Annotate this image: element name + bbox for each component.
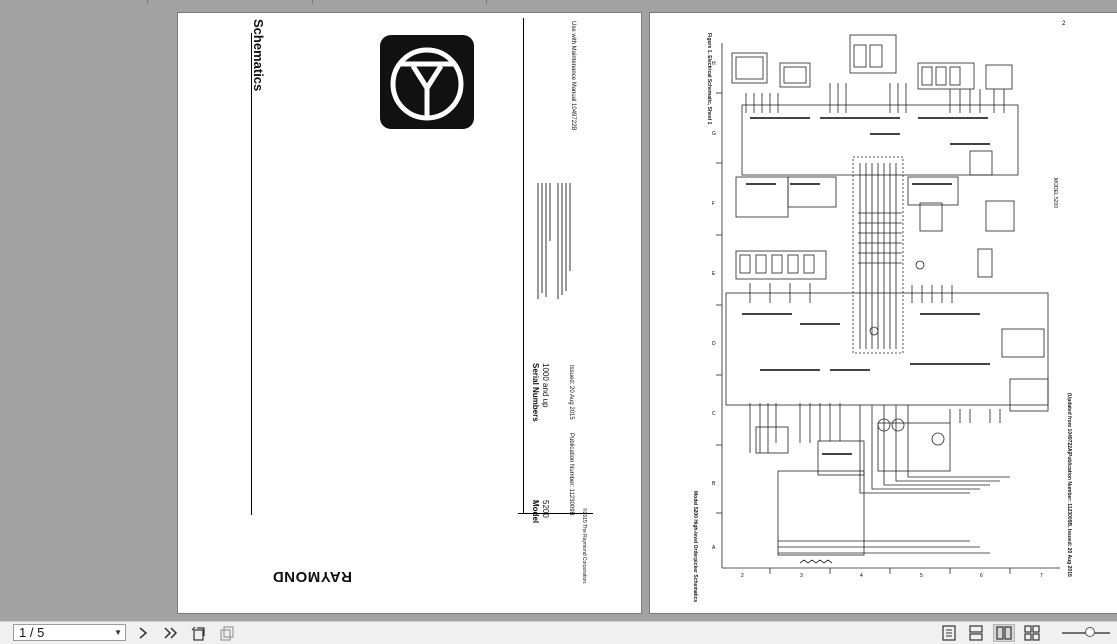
two-page-continuous-icon <box>1024 625 1040 641</box>
rotate-page-button[interactable] <box>189 624 209 642</box>
copy-page-button[interactable] <box>217 624 237 642</box>
cover-notice-text <box>534 181 582 301</box>
serial-value: 1000 and up <box>541 363 550 408</box>
page-indicator: 1 / 5 <box>19 625 45 640</box>
view-two-page-button[interactable] <box>993 624 1015 642</box>
continuous-page-icon <box>969 625 983 641</box>
view-two-page-continuous-button[interactable] <box>1022 624 1042 642</box>
two-page-icon <box>996 626 1012 640</box>
electrical-schematic-drawing <box>716 34 1060 574</box>
col-number: 7 <box>1040 573 1043 579</box>
row-letter: B <box>712 481 716 487</box>
pdf-page-cover: Schematics Use with Maintenance Manual 1… <box>178 13 641 613</box>
chevron-down-icon: ▼ <box>114 628 122 637</box>
col-number: 3 <box>800 573 803 579</box>
raymond-logo-icon <box>380 35 474 129</box>
next-page-button[interactable] <box>134 624 152 642</box>
model-value: 5200 <box>541 500 550 518</box>
col-number: 2 <box>741 573 744 579</box>
col-number: 6 <box>980 573 983 579</box>
single-page-icon <box>942 625 956 641</box>
issued-date: Issued: 20 Aug 2015 <box>568 365 574 420</box>
row-letter: A <box>712 545 716 551</box>
document-viewport[interactable]: Schematics Use with Maintenance Manual 1… <box>0 0 1117 621</box>
rotate-page-icon <box>191 626 205 641</box>
pdf-page-schematic: 2 Figure 1. Electrical Schematic, Sheet … <box>650 13 1117 613</box>
cover-rule <box>251 33 252 515</box>
page-number-select[interactable]: 1 / 5 ▼ <box>13 624 126 641</box>
row-letter: H <box>712 61 716 67</box>
cover-title: Schematics <box>251 19 266 92</box>
cover-rule-right <box>523 18 524 513</box>
row-letter: F <box>712 201 716 207</box>
serial-label: Serial Numbers <box>531 363 540 422</box>
raymond-wordmark: RAYMOND <box>272 568 352 585</box>
viewer-toolbar: 1 / 5 ▼ <box>0 621 1117 644</box>
copyright: ©2015 The Raymond Corporation. <box>581 508 587 585</box>
page-number: 2 <box>1062 21 1066 27</box>
toolbar-edge <box>0 624 6 642</box>
chevron-right-icon <box>139 627 148 639</box>
row-letter: D <box>712 341 716 347</box>
col-number: 4 <box>860 573 863 579</box>
view-single-page-button[interactable] <box>939 624 959 642</box>
scroll-edge <box>0 0 1117 4</box>
last-page-button[interactable] <box>160 624 182 642</box>
zoom-slider[interactable] <box>1062 627 1110 637</box>
row-letter: E <box>712 271 716 277</box>
model-label: Model <box>531 500 540 524</box>
copy-page-icon <box>220 626 234 641</box>
row-letter: C <box>712 411 716 417</box>
cover-rule-bottom <box>518 513 593 514</box>
maintenance-reference: Use with Maintenance Manual 1049722B <box>570 21 576 131</box>
zoom-slider-handle[interactable] <box>1085 627 1095 637</box>
publication-number: Publication Number: 1123009B <box>568 433 574 516</box>
col-number: 5 <box>920 573 923 579</box>
view-continuous-button[interactable] <box>966 624 986 642</box>
row-letter: G <box>712 131 716 137</box>
double-chevron-right-icon <box>164 627 178 639</box>
